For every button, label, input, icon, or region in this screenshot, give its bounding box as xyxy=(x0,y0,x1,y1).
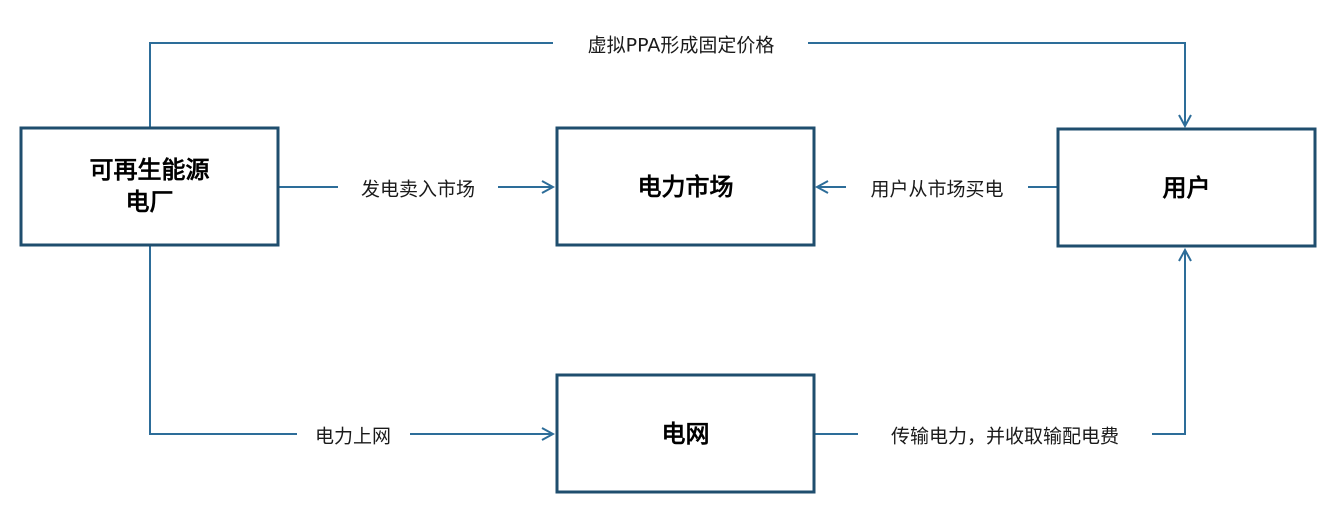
edge-ppa-line-right xyxy=(808,42,1185,126)
node-user-box xyxy=(1056,127,1317,248)
node-user-label: 用户 xyxy=(1163,174,1211,202)
node-power-market-label: 电力市场 xyxy=(638,173,734,201)
edge-grid-connect-label: 电力上网 xyxy=(315,426,391,448)
edge-ppa-line-left xyxy=(149,42,553,128)
edge-transmit-label: 传输电力，并收取输配电费 xyxy=(891,426,1119,448)
edge-sell-label: 发电卖入市场 xyxy=(361,179,475,201)
node-user: 用户 xyxy=(1056,127,1317,248)
node-renewable-plant: 可再生能源 电厂 xyxy=(19,126,280,247)
node-grid-box xyxy=(555,373,816,494)
edge-buy-label: 用户从市场买电 xyxy=(870,179,1003,201)
edge-grid-connect-line-left xyxy=(149,246,297,435)
node-grid-label: 电网 xyxy=(662,420,710,448)
node-renewable-plant-box xyxy=(19,126,280,247)
node-power-market-box xyxy=(555,126,816,247)
edge-transmit: 传输电力，并收取输配电费 xyxy=(815,250,1185,448)
node-renewable-plant-label-line1: 可再生能源 xyxy=(90,156,210,184)
edge-ppa-label: 虚拟PPA形成固定价格 xyxy=(588,35,775,57)
edge-buy: 用户从市场买电 xyxy=(817,179,1058,201)
node-power-market: 电力市场 xyxy=(555,126,816,247)
edge-grid-connect: 电力上网 xyxy=(149,246,553,448)
node-grid: 电网 xyxy=(555,373,816,494)
edge-sell: 发电卖入市场 xyxy=(279,179,553,201)
edge-transmit-line-right xyxy=(1152,250,1185,435)
edge-ppa: 虚拟PPA形成固定价格 xyxy=(149,35,1185,128)
node-renewable-plant-label-line2: 电厂 xyxy=(126,188,174,216)
